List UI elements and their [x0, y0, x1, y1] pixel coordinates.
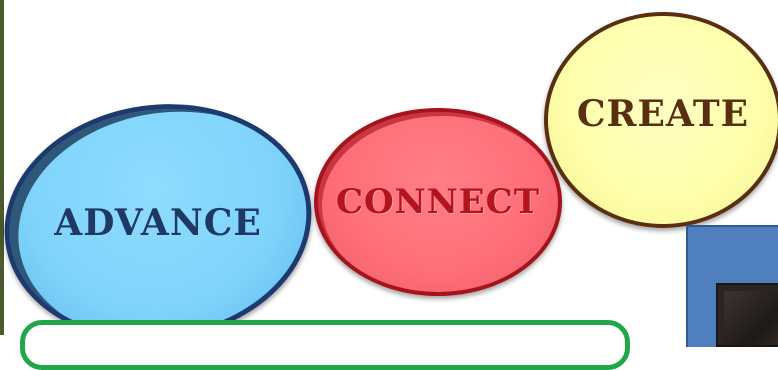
left-edge-bar: [0, 0, 4, 335]
photo-image: [724, 291, 778, 345]
advance-label: ADVANCE: [54, 201, 262, 244]
photo-thumbnail: [716, 283, 778, 347]
advance-bubble: ADVANCE: [0, 84, 327, 361]
connect-bubble: CONNECT: [314, 108, 562, 296]
create-label: CREATE: [576, 92, 750, 135]
create-bubble: CREATE: [544, 12, 778, 228]
connect-label: CONNECT: [335, 182, 541, 222]
green-rounded-box: [20, 320, 630, 370]
